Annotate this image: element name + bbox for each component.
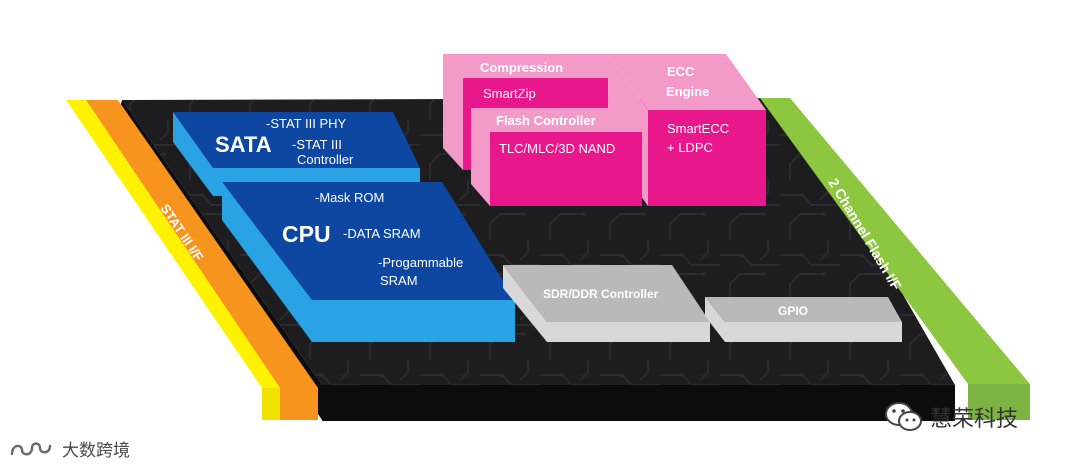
flash-controller-title: Flash Controller: [496, 113, 596, 128]
sata-item-controller-2: Controller: [297, 152, 354, 167]
cpu-item-mask-rom: -Mask ROM: [315, 190, 384, 205]
sdr-ddr-left-face: [503, 265, 547, 342]
cpu-block: CPU -Mask ROM -DATA SRAM -Progammable SR…: [222, 182, 515, 342]
cpu-item-sram: SRAM: [380, 273, 418, 288]
compression-sub: SmartZip: [483, 86, 536, 101]
gpio-left-face: [705, 297, 725, 342]
compression-top-band: [443, 54, 613, 78]
flash-controller-top-band: [471, 108, 642, 132]
left-bar-yellow-front: [262, 388, 280, 420]
ecc-top-face: [608, 54, 766, 110]
ecc-title-line2: Engine: [666, 84, 709, 99]
compression-title: Compression: [480, 60, 563, 75]
cpu-front-face: [312, 300, 515, 342]
sata-left-face: [173, 112, 213, 196]
ecc-sub-line1: SmartECC: [667, 121, 729, 136]
sata-title: SATA: [215, 132, 272, 157]
sdr-ddr-front-face: [547, 322, 710, 342]
left-bar-orange-front: [280, 388, 318, 420]
ecc-engine-block: ECC Engine SmartECC + LDPC: [608, 54, 766, 206]
ecc-title-line1: ECC: [667, 64, 695, 79]
right-bar-front: [968, 384, 1030, 420]
watermark-bottom-left-text: 大数跨境: [62, 441, 130, 461]
left-interface-bar: STAT III I/F: [66, 100, 318, 420]
flash-controller-block: Flash Controller TLC/MLC/3D NAND: [471, 108, 642, 206]
compression-left-face: [443, 54, 463, 170]
sata-item-controller: -STAT III: [292, 137, 342, 152]
cpu-item-data-sram: -DATA SRAM: [343, 226, 421, 241]
sata-top-face: [173, 112, 420, 168]
ecc-sub-line2: + LDPC: [667, 140, 713, 155]
cpu-title: CPU: [282, 221, 331, 247]
left-bar-yellow-face: [66, 100, 280, 388]
watermark-bottom-right-text: 慧荣科技: [930, 407, 1019, 432]
flash-controller-front-face: [490, 132, 642, 206]
gpio-block: GPIO: [705, 297, 902, 342]
flash-controller-sub: TLC/MLC/3D NAND: [499, 141, 615, 156]
cpu-top-face: [222, 182, 515, 300]
flash-controller-left-face: [471, 108, 490, 206]
wechat-icon: [884, 400, 924, 434]
ecc-front-face: [648, 110, 766, 206]
watermark-bottom-left: 大数跨境: [8, 436, 130, 461]
board-front-edge: [322, 385, 955, 421]
sdr-ddr-controller-block: SDR/DDR Controller: [503, 265, 710, 342]
gpio-top-face: [705, 297, 902, 322]
cpu-left-face: [222, 182, 312, 342]
gpio-label: GPIO: [778, 304, 808, 318]
gpio-front-face: [725, 322, 902, 342]
left-bar-orange-face: [86, 100, 318, 388]
sdr-ddr-label: SDR/DDR Controller: [543, 287, 659, 301]
loop-logo-icon: [8, 438, 56, 460]
sata-item-phy: -STAT III PHY: [266, 116, 347, 131]
sdr-ddr-top-face: [503, 265, 710, 322]
right-bar-face: [760, 98, 1030, 384]
watermark-bottom-right: 慧荣科技: [884, 400, 1018, 434]
cpu-item-programmable: -Progammable: [378, 255, 463, 270]
